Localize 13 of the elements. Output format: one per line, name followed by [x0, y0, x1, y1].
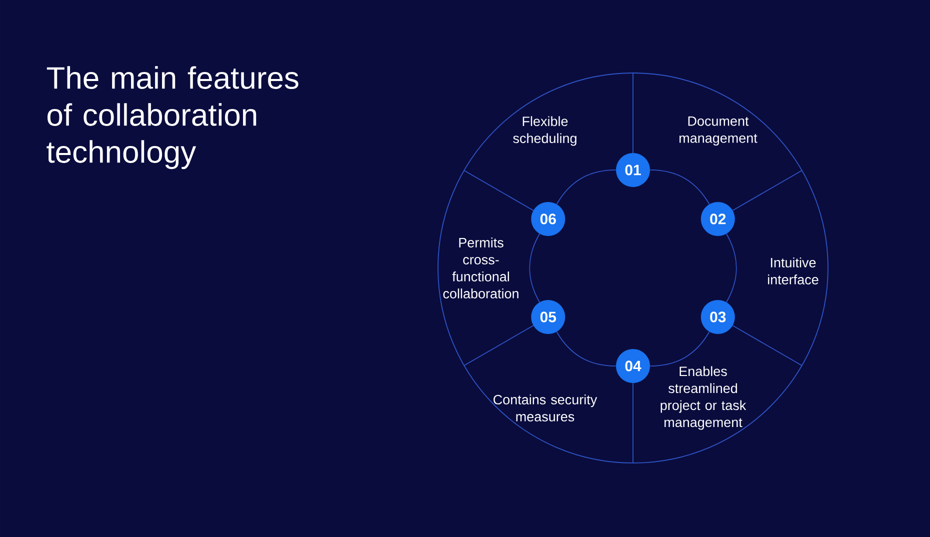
ring-arc	[726, 233, 737, 303]
feature-label: Enables streamlined project or task management	[660, 366, 746, 430]
feature-label: Flexible scheduling	[513, 116, 576, 146]
ring-arc	[529, 233, 540, 303]
ring-arc	[556, 170, 616, 205]
ring-arc	[650, 331, 710, 366]
feature-label: Contains security measures	[494, 394, 598, 422]
ring-arc	[650, 170, 710, 205]
title: The main features of collaboration technology	[46, 66, 298, 170]
ring-arc	[556, 331, 616, 366]
feature-label: Intuitive interface	[768, 258, 818, 284]
feature-label: Document management	[680, 116, 758, 146]
feature-label: Permits cross-functional collaboration	[443, 238, 518, 298]
